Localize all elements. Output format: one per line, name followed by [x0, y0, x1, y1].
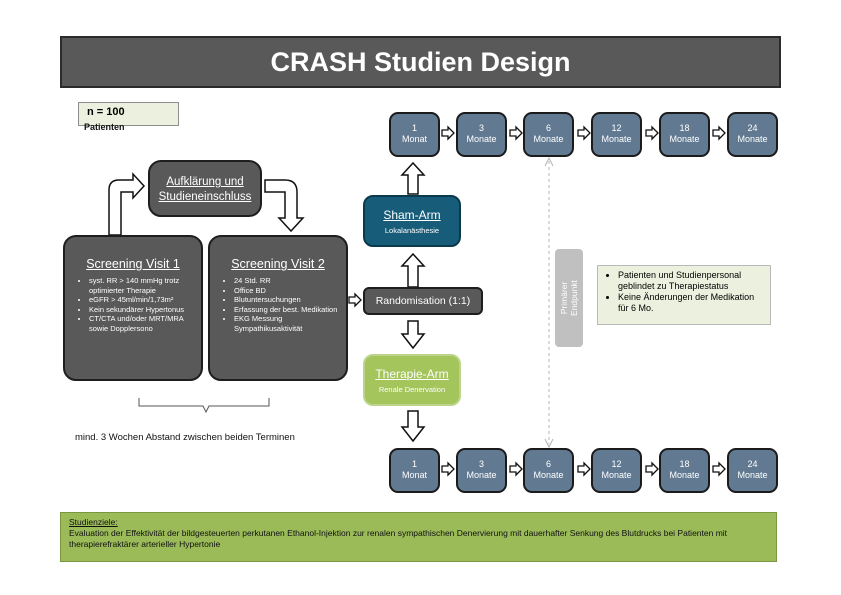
month-number: 1 — [411, 123, 417, 133]
arrow-down-to-therapie — [400, 320, 426, 350]
primary-endpoint-label: Primärer Endpunkt — [555, 249, 583, 347]
month-unit: Monate — [669, 470, 700, 480]
list-item: 24 Std. RR — [234, 276, 346, 286]
month-box-bottom-18: 18 Monate — [659, 448, 710, 493]
month-box-top-1: 1 Monat — [389, 112, 440, 157]
list-item: eGFR > 45ml/min/1,73m² — [89, 295, 201, 305]
randomisation-box: Randomisation (1:1) — [363, 287, 483, 315]
month-number: 6 — [545, 123, 551, 133]
interval-note: mind. 3 Wochen Abstand zwischen beiden T… — [75, 432, 295, 443]
month-box-bottom-24: 24 Monate — [727, 448, 778, 493]
arrow-up-to-sham — [400, 252, 426, 288]
month-unit: Monate — [601, 470, 632, 480]
month-number: 18 — [679, 123, 690, 133]
month-box-top-18: 18 Monate — [659, 112, 710, 157]
month-number: 24 — [747, 459, 758, 469]
month-number: 12 — [611, 459, 622, 469]
screening-visit-2-title: Screening Visit 2 — [231, 257, 325, 271]
month-box-top-24: 24 Monate — [727, 112, 778, 157]
arrow-down-to-months-bottom — [400, 410, 426, 443]
month-unit: Monate — [737, 470, 768, 480]
month-number: 3 — [478, 459, 484, 469]
month-number: 12 — [611, 123, 622, 133]
month-unit: Monate — [466, 470, 497, 480]
month-unit: Monate — [533, 134, 564, 144]
month-number: 3 — [478, 123, 484, 133]
month-number: 6 — [545, 459, 551, 469]
month-box-bottom-6: 6 Monate — [523, 448, 574, 493]
month-unit: Monat — [401, 470, 427, 480]
aufklaerung-line1: Aufklärung und — [166, 176, 244, 188]
patient-count-sub: Patienten — [84, 122, 125, 132]
list-item: Office BD — [234, 286, 346, 296]
list-item: Keine Änderungen der Medikation für 6 Mo… — [618, 292, 766, 314]
therapie-arm-sub: Renale Denervation — [378, 385, 446, 394]
list-item: EKG Messung Sympathikusaktivität — [234, 314, 346, 333]
bent-arrow-to-aufklaerung — [108, 172, 146, 236]
month-unit: Monat — [401, 134, 427, 144]
month-unit: Monate — [669, 134, 700, 144]
endpoint-line2: Endpunkt — [569, 280, 579, 316]
list-item: Blutuntersuchungen — [234, 295, 346, 305]
therapie-arm-box: Therapie-Arm Renale Denervation — [363, 354, 461, 406]
month-unit: Monate — [533, 470, 564, 480]
list-item: CT/CTA und/oder MRT/MRA sowie Dopplerson… — [89, 314, 201, 333]
study-goals-box: Studienziele: Evaluation der Effektivitä… — [60, 512, 777, 562]
aufklaerung-box: Aufklärung und Studieneinschluss — [148, 160, 262, 217]
month-unit: Monate — [466, 134, 497, 144]
screening-visit-1: Screening Visit 1 syst. RR > 140 mmHg tr… — [63, 235, 203, 381]
sham-arm-sub: Lokalanästhesie — [384, 226, 440, 235]
patient-count-box: n = 100 — [78, 102, 179, 126]
list-item: syst. RR > 140 mmHg trotz optimierter Th… — [89, 276, 201, 295]
month-box-top-6: 6 Monate — [523, 112, 574, 157]
endpoint-line1: Primärer — [559, 281, 569, 315]
study-goals-text: Evaluation der Effektivität der bildgest… — [69, 528, 728, 549]
bracket — [138, 398, 270, 414]
month-box-top-12: 12 Monate — [591, 112, 642, 157]
month-box-bottom-3: 3 Monate — [456, 448, 507, 493]
month-box-bottom-1: 1 Monat — [389, 448, 440, 493]
screening-visit-2-list: 24 Std. RR Office BD Blutuntersuchungen … — [210, 276, 346, 333]
month-number: 1 — [411, 459, 417, 469]
list-item: Kein sekundärer Hypertonus — [89, 305, 201, 315]
screening-visit-1-list: syst. RR > 140 mmHg trotz optimierter Th… — [65, 276, 201, 333]
month-number: 24 — [747, 123, 758, 133]
month-box-top-3: 3 Monate — [456, 112, 507, 157]
sham-arm-title: Sham-Arm — [383, 208, 441, 222]
bent-arrow-to-screening2 — [264, 179, 305, 233]
blinding-notes-box: Patienten und Studienpersonal geblindet … — [597, 265, 771, 325]
month-unit: Monate — [737, 134, 768, 144]
month-box-bottom-12: 12 Monate — [591, 448, 642, 493]
screening-visit-1-title: Screening Visit 1 — [86, 257, 180, 271]
aufklaerung-line2: Studieneinschluss — [158, 191, 252, 203]
month-unit: Monate — [601, 134, 632, 144]
arrow-to-randomisation — [348, 293, 362, 307]
study-goals-heading: Studienziele: — [69, 517, 118, 527]
sham-arm-box: Sham-Arm Lokalanästhesie — [363, 195, 461, 247]
arrow-up-to-months-top — [400, 161, 426, 195]
list-item: Patienten und Studienpersonal geblindet … — [618, 270, 766, 292]
month-number: 18 — [679, 459, 690, 469]
page-title: CRASH Studien Design — [60, 36, 781, 88]
list-item: Erfassung der best. Medikation — [234, 305, 346, 315]
screening-visit-2: Screening Visit 2 24 Std. RR Office BD B… — [208, 235, 348, 381]
therapie-arm-title: Therapie-Arm — [375, 367, 449, 381]
